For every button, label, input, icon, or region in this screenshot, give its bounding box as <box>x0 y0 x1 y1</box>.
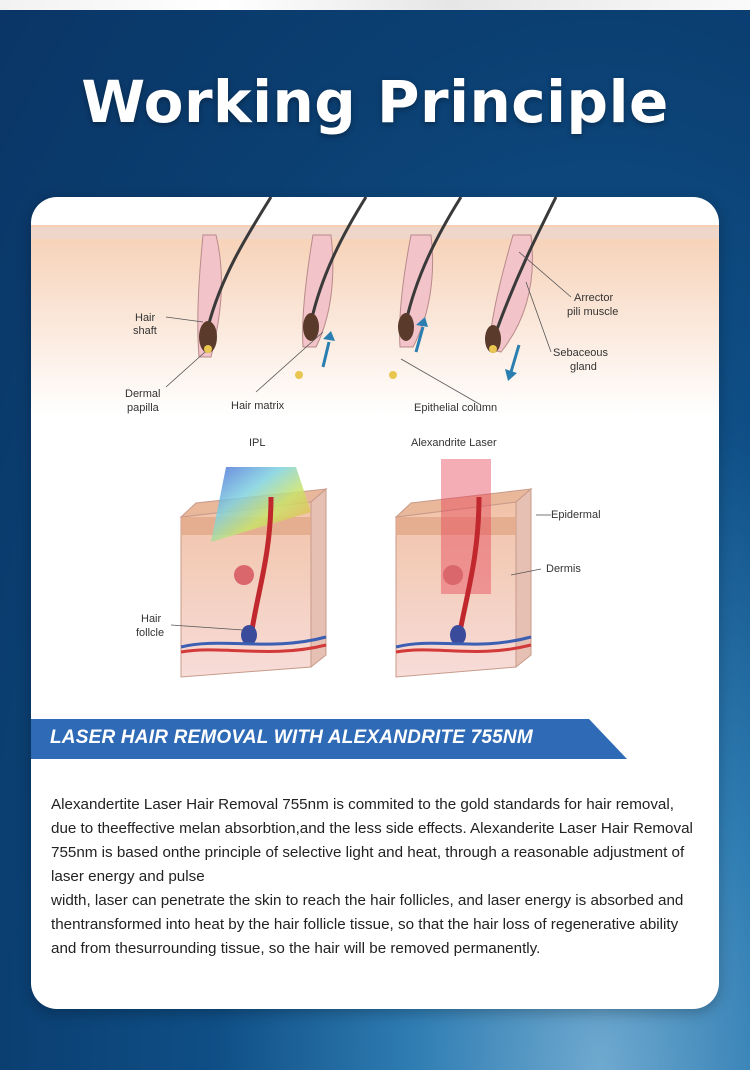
hair-removal-diagram: Hair shaft Dermal papilla Hair matrix Ep… <box>31 197 719 678</box>
label-sebaceous-1: Sebaceous <box>553 347 609 359</box>
description-paragraph-1: Alexandertite Laser Hair Removal 755nm i… <box>51 796 693 885</box>
description-text: Alexandertite Laser Hair Removal 755nm i… <box>51 793 703 961</box>
label-arrector-pili-2: pili muscle <box>567 306 618 318</box>
ipl-skin-block <box>179 467 328 678</box>
description-paragraph-2: width, laser can penetrate the skin to r… <box>51 892 684 957</box>
arrowhead-icon <box>505 369 517 381</box>
top-strip <box>0 0 750 10</box>
label-alexandrite-laser: Alexandrite Laser <box>411 437 497 449</box>
label-hair-shaft-1: Hair <box>135 312 156 324</box>
label-hair-shaft-2: shaft <box>133 325 157 337</box>
label-epidermal: Epidermal <box>551 509 601 521</box>
banner-text: LASER HAIR REMOVAL WITH ALEXANDRITE 755N… <box>50 727 533 748</box>
up-arrow-icon <box>414 326 425 353</box>
label-dermis: Dermis <box>546 563 581 575</box>
content-card: Hair shaft Dermal papilla Hair matrix Ep… <box>31 197 719 1009</box>
label-arrector-pili-1: Arrector <box>574 292 613 304</box>
arrowhead-icon <box>416 317 428 327</box>
arrowhead-icon <box>323 331 335 341</box>
follicle-4 <box>485 197 558 353</box>
up-arrow-icon <box>321 341 331 368</box>
follicle-1 <box>197 197 273 358</box>
section-banner <box>31 719 627 759</box>
label-hair-follicle-2: follcle <box>136 627 164 639</box>
down-arrow-icon <box>509 344 521 373</box>
page-title: Working Principle <box>81 68 669 136</box>
alexandrite-skin-block <box>394 459 533 678</box>
label-dermal-papilla-1: Dermal <box>125 388 160 400</box>
follicle-2 <box>295 197 368 379</box>
label-hair-follicle-1: Hair <box>141 613 162 625</box>
label-ipl: IPL <box>249 437 266 449</box>
banner-shape <box>31 719 627 759</box>
label-sebaceous-2: gland <box>570 361 597 373</box>
label-dermal-papilla-2: papilla <box>127 402 160 414</box>
label-hair-matrix: Hair matrix <box>231 400 285 412</box>
label-epithelial-column: Epithelial column <box>414 402 497 414</box>
